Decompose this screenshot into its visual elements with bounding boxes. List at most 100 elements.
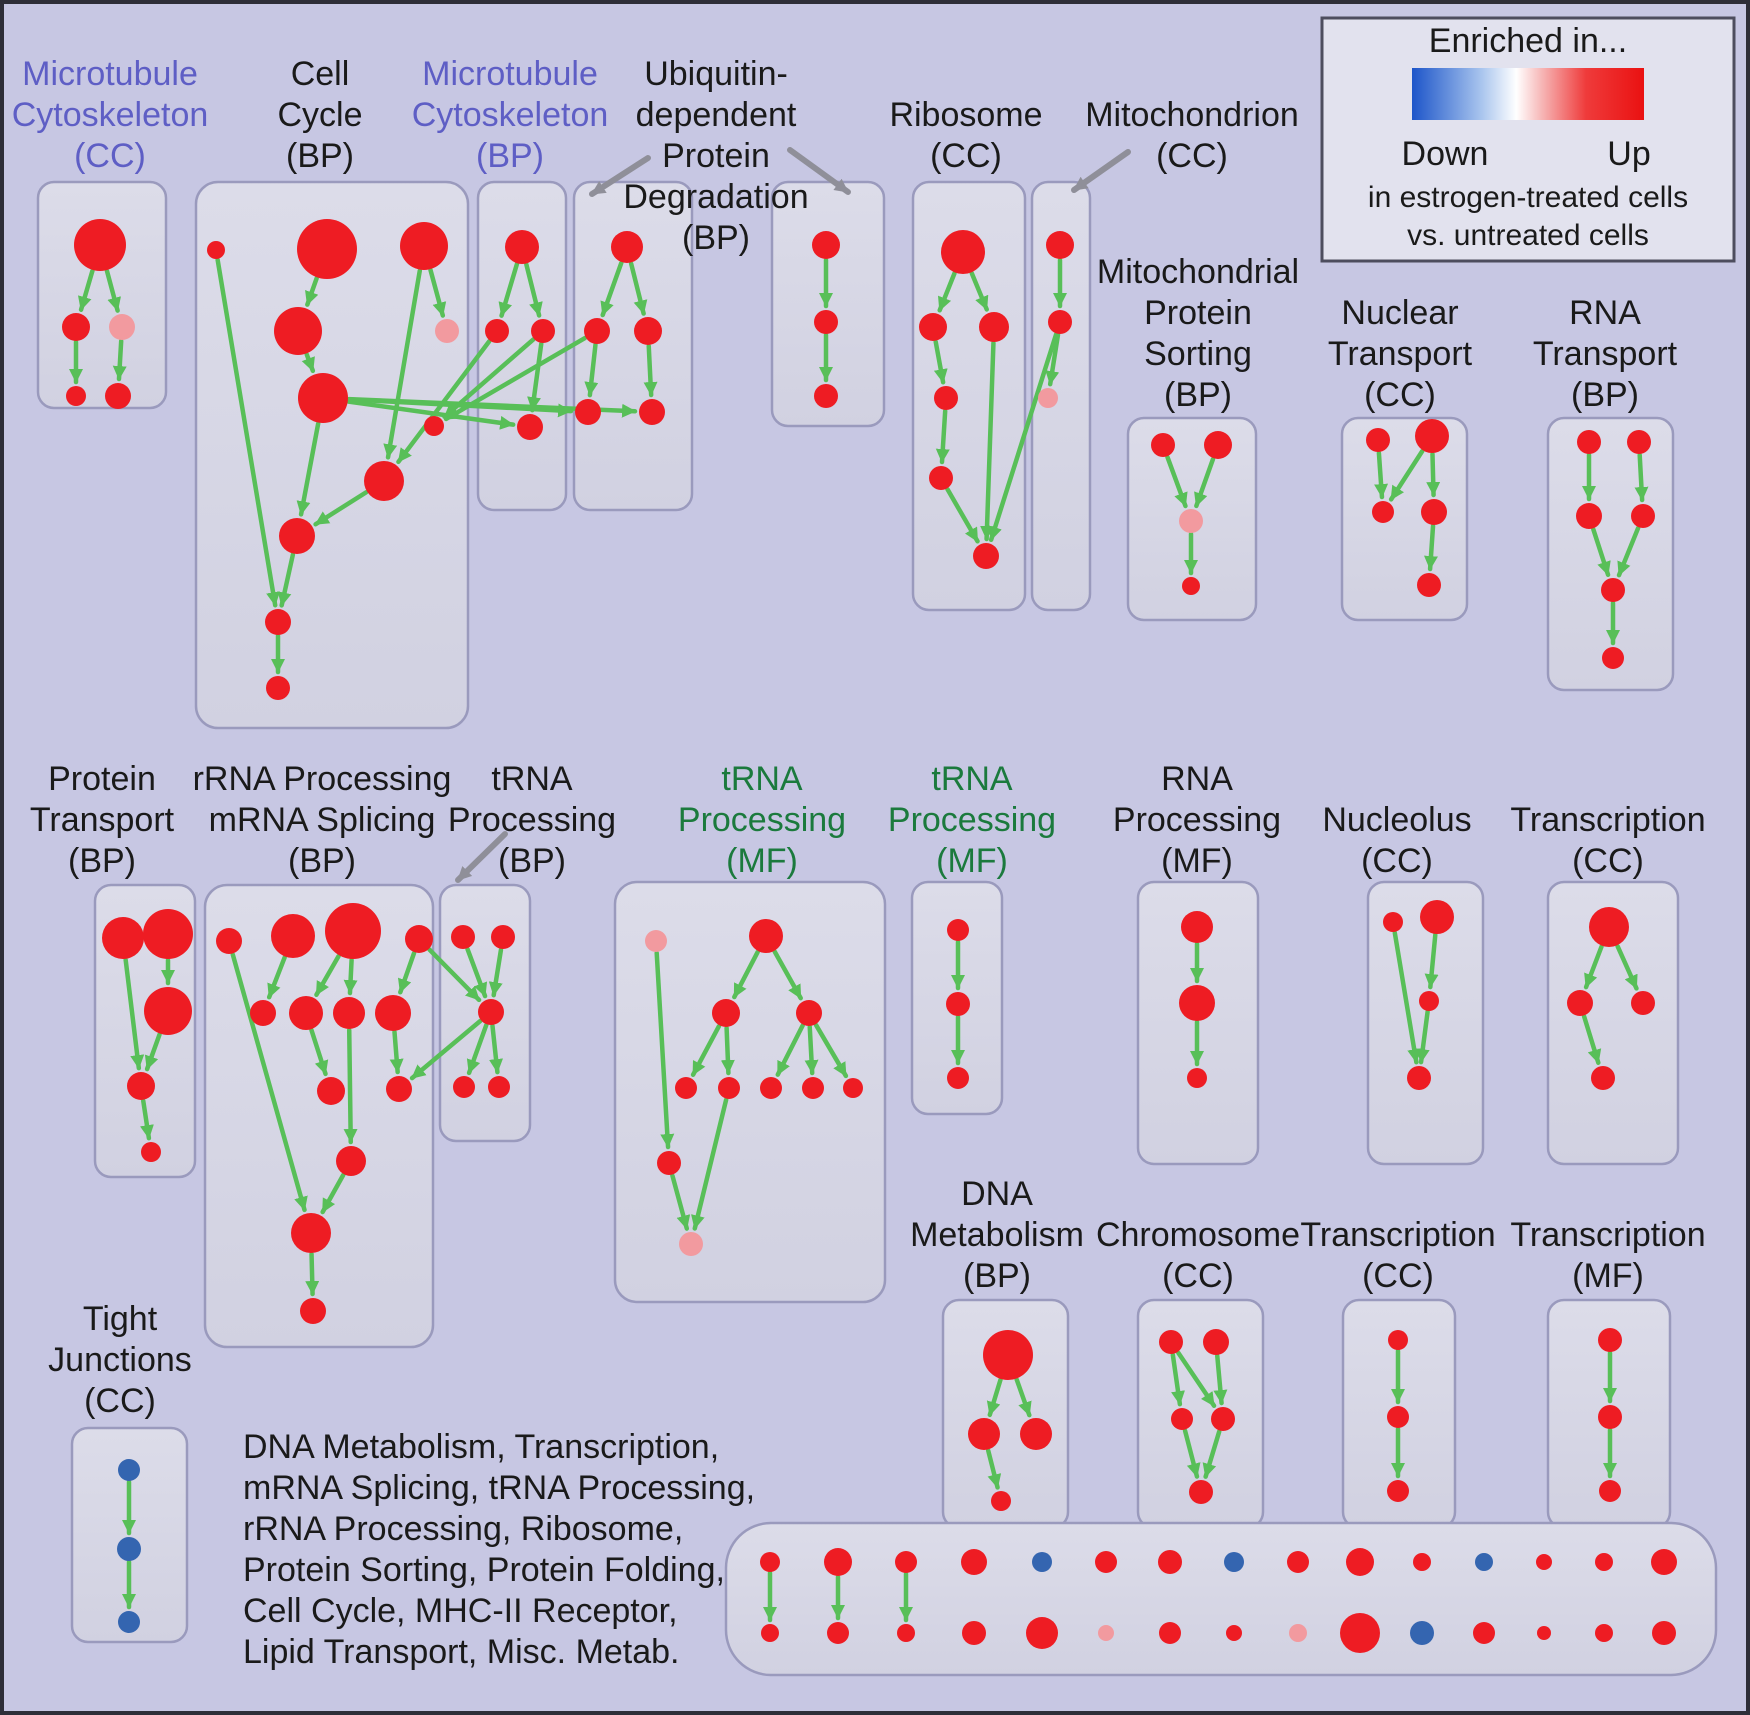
gene-node-mixed-annotations-cluster-26 <box>1595 1553 1613 1571</box>
gene-node-mixed-annotations-cluster-4 <box>895 1551 917 1573</box>
graph-edge <box>1165 454 1188 509</box>
graph-edge <box>396 339 492 465</box>
gene-node-transcription-cc-upper-2 <box>1631 991 1655 1015</box>
gene-node-rrna-processing-mrna-splicing-bp-6 <box>333 997 365 1029</box>
graph-edge <box>1213 1353 1228 1406</box>
gene-node-trna-processing-mf-network-9 <box>657 1151 681 1175</box>
gene-node-cell-cycle-bp-8 <box>265 609 291 635</box>
gene-node-microtubule-cytoskeleton-bp-2 <box>531 319 555 343</box>
graph-edge <box>313 489 369 527</box>
gene-node-mixed-annotations-cluster-23 <box>1473 1622 1495 1644</box>
graph-edge <box>643 343 658 398</box>
graph-edge <box>986 1377 1003 1418</box>
graph-edge <box>466 1022 489 1076</box>
annotation-arrow-2 <box>1071 149 1131 193</box>
gene-node-trna-processing-mf-network-8 <box>843 1078 863 1098</box>
gene-node-transcription-mf-2 <box>1599 1480 1621 1502</box>
graph-edge <box>1194 456 1216 509</box>
graph-edge <box>383 268 423 460</box>
gene-node-rna-processing-mf-0 <box>1181 911 1213 943</box>
gene-node-mixed-annotations-cluster-22 <box>1475 1553 1493 1571</box>
gene-node-trna-processing-mf-network-1 <box>749 919 783 953</box>
gene-node-transcription-cc-lower-2 <box>1387 1480 1409 1502</box>
graph-edge <box>933 339 948 385</box>
group-box-ubiquitin-dependent-protein-degradation-bp <box>572 180 694 512</box>
gene-node-trna-processing-mf-network-7 <box>802 1077 824 1099</box>
graph-edge <box>945 487 980 544</box>
graph-edge <box>443 335 588 422</box>
gene-node-mixed-annotations-cluster-21 <box>1410 1621 1434 1645</box>
annotation-arrow-1 <box>787 147 851 195</box>
graph-edge <box>1424 932 1439 990</box>
graph-edge <box>600 260 624 318</box>
legend-title: Enriched in... <box>1429 22 1627 60</box>
gene-node-ubiquitin-degradation-right-box-0 <box>812 231 840 259</box>
graph-edge <box>301 352 316 374</box>
gene-node-microtubule-cytoskeleton-cc-3 <box>66 386 86 406</box>
gene-node-rna-transport-bp-2 <box>1576 503 1602 529</box>
graph-edge <box>277 552 296 608</box>
gene-node-rrna-processing-mrna-splicing-bp-2 <box>325 903 381 959</box>
graph-edge <box>230 952 308 1213</box>
graph-edge <box>985 1448 1002 1490</box>
gene-node-mixed-annotations-cluster-1 <box>761 1624 779 1642</box>
graph-edge <box>104 268 121 313</box>
graph-edge <box>409 1018 483 1081</box>
graph-edge <box>1415 1009 1430 1065</box>
gene-node-rrna-processing-mrna-splicing-bp-10 <box>336 1146 366 1176</box>
gene-node-trna-processing-bp-0 <box>451 925 475 949</box>
graph-edge <box>428 267 447 318</box>
legend-gradient-bar <box>1412 68 1644 120</box>
gene-node-rna-processing-mf-2 <box>1187 1068 1207 1088</box>
gene-node-rrna-processing-mrna-splicing-bp-11 <box>291 1213 331 1253</box>
graph-edge <box>804 1024 819 1076</box>
gene-node-cell-cycle-bp-3 <box>274 307 322 355</box>
graph-edge <box>1182 1428 1201 1479</box>
gene-node-mixed-annotations-cluster-19 <box>1340 1613 1380 1653</box>
graph-edge <box>1014 1377 1032 1418</box>
gene-node-cell-cycle-bp-2 <box>400 222 448 270</box>
gene-node-microtubule-cytoskeleton-cc-4 <box>105 383 131 409</box>
gene-node-rna-transport-bp-5 <box>1602 647 1624 669</box>
legend-up-label: Up <box>1607 135 1650 173</box>
graph-edge <box>144 1032 162 1072</box>
gene-node-trna-processing-mf-chain-1 <box>946 992 970 1016</box>
group-box-microtubule-cytoskeleton-cc <box>36 180 168 410</box>
graph-edge <box>628 261 648 316</box>
graph-edge <box>498 262 520 318</box>
annotation-arrow-0 <box>589 155 651 197</box>
gene-node-mixed-annotations-cluster-16 <box>1287 1551 1309 1573</box>
graph-edge <box>346 399 516 430</box>
gene-node-transcription-mf-1 <box>1598 1405 1622 1429</box>
graph-edge <box>1634 452 1649 503</box>
gene-node-protein-transport-bp-4 <box>141 1142 161 1162</box>
graph-edge <box>584 342 599 398</box>
graph-edge <box>305 1251 320 1297</box>
gene-node-microtubule-cytoskeleton-cc-2 <box>109 314 135 340</box>
gene-node-mixed-annotations-cluster-28 <box>1651 1549 1677 1575</box>
gene-node-trna-processing-mf-network-3 <box>796 1000 822 1026</box>
gene-node-cell-cycle-bp-4 <box>435 319 459 343</box>
gene-node-trna-processing-mf-network-2 <box>712 999 740 1027</box>
gene-node-microtubule-cytoskeleton-bp-0 <box>505 230 539 264</box>
gene-node-transcription-cc-lower-1 <box>1387 1406 1409 1428</box>
gene-node-nucleolus-cc-2 <box>1419 991 1439 1011</box>
gene-node-rrna-processing-mrna-splicing-bp-1 <box>271 914 315 958</box>
gene-node-ubiquitin-dependent-protein-degradation-bp-2 <box>634 317 662 345</box>
gene-node-mixed-annotations-cluster-8 <box>1032 1552 1052 1572</box>
graph-edge <box>1591 527 1611 578</box>
group-box-nuclear-transport-cc <box>1340 416 1469 622</box>
gene-node-transcription-cc-upper-0 <box>1589 907 1629 947</box>
graph-edge <box>343 957 358 996</box>
group-label-nucleolus-cc: Nucleolus(CC) <box>1322 801 1471 880</box>
graph-edge <box>670 1173 691 1231</box>
annotation-arrow-3 <box>455 831 508 883</box>
graph-edge <box>1176 1350 1217 1408</box>
gene-node-mitochondrion-cc-2 <box>1038 388 1058 408</box>
